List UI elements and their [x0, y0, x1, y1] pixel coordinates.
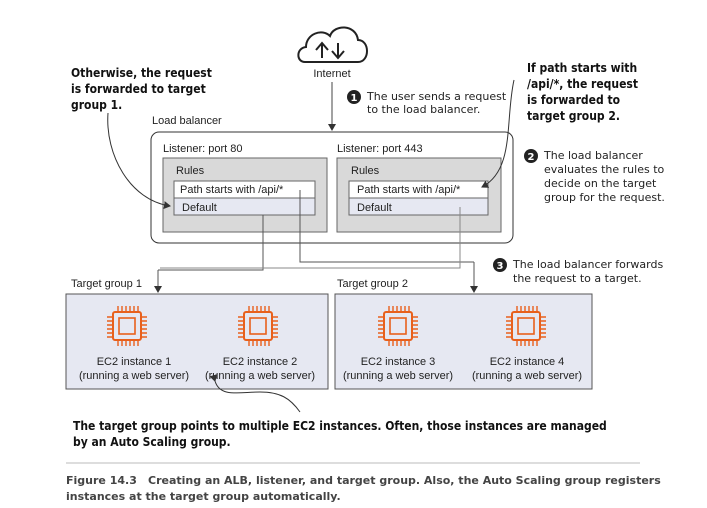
- otherwise-line-1: Otherwise, the request: [71, 66, 212, 80]
- caption-line-1: Creating an ALB, listener, and target gr…: [148, 474, 661, 487]
- listener-443-rule: Path starts with /api/*: [357, 184, 461, 196]
- step-2-number: 2: [528, 152, 535, 163]
- ec2-instance-2-name: EC2 instance 2: [223, 356, 298, 368]
- internet-cloud-icon: [297, 26, 368, 63]
- step-1-badge: [347, 90, 361, 104]
- caption-line-2: instances at the target group automatica…: [66, 490, 341, 503]
- step-3-badge: [493, 258, 507, 272]
- step-2-line-2: evaluates the rules to: [544, 163, 665, 176]
- target-group-note-line-2: by an Auto Scaling group.: [73, 435, 231, 449]
- listener-80-rule: Path starts with /api/*: [180, 184, 284, 196]
- listener-443-title: Listener: port 443: [337, 143, 423, 155]
- ec2-instance-3-desc: (running a web server): [343, 370, 453, 382]
- api-path-line-1: If path starts with: [527, 61, 637, 75]
- step-2-line-4: group for the request.: [544, 191, 665, 204]
- target-group-1-title: Target group 1: [71, 278, 142, 290]
- listener-443-rules-title: Rules: [351, 165, 380, 177]
- step-1-line-1: The user sends a request: [366, 90, 507, 103]
- listener-80-default-row: [173, 197, 316, 216]
- otherwise-line-2: is forwarded to target: [71, 82, 206, 96]
- listener-443-default: Default: [357, 202, 392, 214]
- listener-80-title: Listener: port 80: [163, 143, 243, 155]
- ec2-instance-2-desc: (running a web server): [205, 370, 315, 382]
- step-2-line-1: The load balancer: [543, 149, 643, 162]
- ec2-instance-4-desc: (running a web server): [472, 370, 582, 382]
- step-3-number: 3: [497, 261, 504, 272]
- listener-443-default-row: [348, 197, 489, 216]
- listener-80-default: Default: [182, 202, 217, 214]
- step-3-line-1: The load balancer forwards: [512, 258, 663, 271]
- target-group-1-box: [65, 293, 329, 390]
- caption-label: Figure 14.3: [66, 474, 137, 487]
- step-1-line-2: to the load balancer.: [367, 103, 480, 116]
- ec2-instance-1-name: EC2 instance 1: [97, 356, 172, 368]
- otherwise-line-3: group 1.: [71, 98, 122, 112]
- api-path-line-2: /api/*, the request: [527, 77, 638, 91]
- ec2-instance-1-desc: (running a web server): [79, 370, 189, 382]
- target-group-note-bracket: [209, 374, 301, 413]
- otherwise-arrow: [107, 112, 171, 210]
- ec2-instance-4-name: EC2 instance 4: [490, 356, 565, 368]
- step-2-badge: [524, 149, 538, 163]
- target-group-2-title: Target group 2: [337, 278, 408, 290]
- api-path-arrow: [481, 79, 515, 188]
- step-1-number: 1: [351, 93, 358, 104]
- routing-lines: [154, 190, 478, 293]
- api-path-line-4: target group 2.: [527, 109, 620, 123]
- listener-80-rules-title: Rules: [176, 165, 205, 177]
- target-group-note-line-1: The target group points to multiple EC2 …: [73, 419, 607, 433]
- ec2-instance-3-name: EC2 instance 3: [361, 356, 436, 368]
- target-group-2-box: [334, 293, 593, 390]
- load-balancer-title: Load balancer: [152, 115, 222, 127]
- api-path-line-3: is forwarded to: [527, 93, 620, 107]
- step-2-line-3: decide on the target: [544, 177, 657, 190]
- internet-label: Internet: [313, 68, 350, 80]
- step-3-line-2: the request to a target.: [513, 272, 642, 285]
